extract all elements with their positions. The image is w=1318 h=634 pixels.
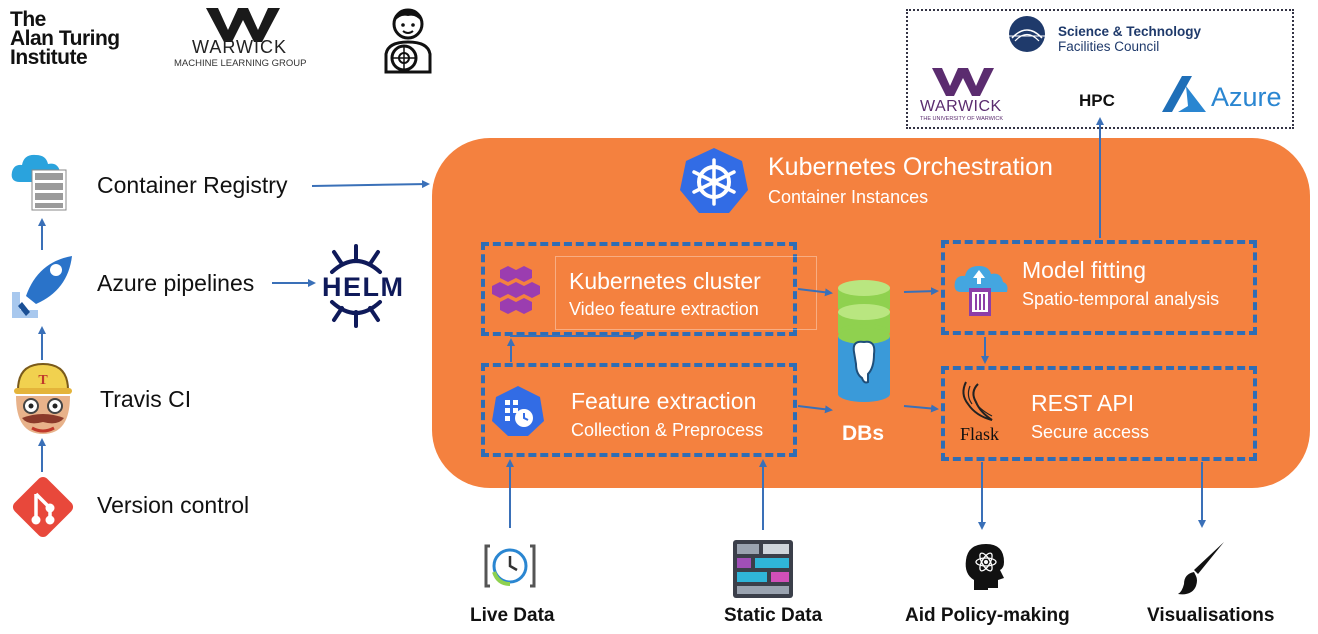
warwick-uni-name: WARWICK (920, 98, 1002, 115)
travis-ci-label: Travis CI (100, 386, 192, 412)
container-registry-icon (10, 152, 72, 217)
feature-title: Feature extraction (571, 388, 757, 414)
arrow-registry-to-orchestration (311, 180, 430, 189)
cluster-title: Kubernetes cluster (569, 268, 761, 294)
aid-policy-label: Aid Policy-making (905, 605, 1070, 626)
alan-turing-logo: The Alan Turing Institute (10, 8, 120, 69)
feature-extraction-icon (490, 384, 546, 443)
azure-label: Azure (1211, 82, 1282, 112)
flask-logo: Flask (958, 380, 999, 444)
warwick-w-mark-icon (206, 8, 280, 42)
kubernetes-cluster-icon (490, 264, 542, 321)
model-fitting-icon (951, 262, 1011, 327)
version-control-label: Version control (97, 492, 250, 518)
turing-line-2: Alan Turing (10, 27, 120, 50)
static-data-icon (733, 540, 793, 603)
stfc-line-1: Science & Technology (1058, 24, 1202, 39)
svg-text:T: T (38, 373, 48, 388)
static-data-label: Static Data (724, 605, 823, 626)
visualisations-label: Visualisations (1147, 605, 1275, 626)
warwick-purple-mark-icon (932, 68, 994, 96)
helm-wordmark: HELM (322, 272, 405, 302)
databases-icon (834, 278, 894, 413)
orchestration-subtitle: Container Instances (768, 187, 929, 207)
api-title: REST API (1031, 390, 1135, 416)
researcher-avatar-icon (380, 4, 436, 79)
git-icon (10, 474, 76, 545)
model-title: Model fitting (1022, 257, 1147, 283)
container-registry-label: Container Registry (97, 172, 288, 198)
stfc-globe-icon (1009, 16, 1045, 52)
helm-logo: HELM (316, 242, 403, 333)
paintbrush-icon (1176, 540, 1228, 601)
model-fitting-module (941, 240, 1257, 335)
azure-a-icon (1162, 76, 1206, 112)
dbs-label: DBs (842, 422, 885, 445)
warwick-ml-name: WARWICK (192, 37, 287, 57)
azure-pipelines-label: Azure pipelines (97, 270, 255, 296)
hpc-label: HPC (1079, 91, 1115, 110)
rest-api-module (941, 366, 1257, 461)
atom-head-icon (962, 540, 1008, 597)
feature-subtitle: Collection & Preprocess (571, 420, 764, 440)
orchestration-title: Kubernetes Orchestration (768, 153, 1053, 181)
api-subtitle: Secure access (1031, 422, 1150, 442)
kubernetes-helm-wheel-icon (678, 146, 750, 221)
flask-wordmark: Flask (960, 424, 1000, 444)
turing-line-3: Institute (10, 46, 88, 69)
warwick-uni-sub: THE UNIVERSITY OF WARWICK (920, 116, 1004, 122)
live-data-clock-icon (482, 538, 538, 599)
azure-pipelines-icon (8, 252, 80, 325)
stfc-line-2: Facilities Council (1058, 39, 1160, 54)
model-subtitle: Spatio-temporal analysis (1022, 289, 1220, 309)
warwick-ml-logo: WARWICK MACHINE LEARNING GROUP (170, 6, 310, 70)
travis-mascot-icon: T (6, 360, 80, 443)
live-data-label: Live Data (470, 605, 555, 626)
feature-extraction-module (481, 363, 797, 457)
turing-line-1: The (10, 8, 46, 31)
warwick-ml-sub: MACHINE LEARNING GROUP (174, 58, 307, 69)
cluster-subtitle: Video feature extraction (569, 299, 759, 319)
